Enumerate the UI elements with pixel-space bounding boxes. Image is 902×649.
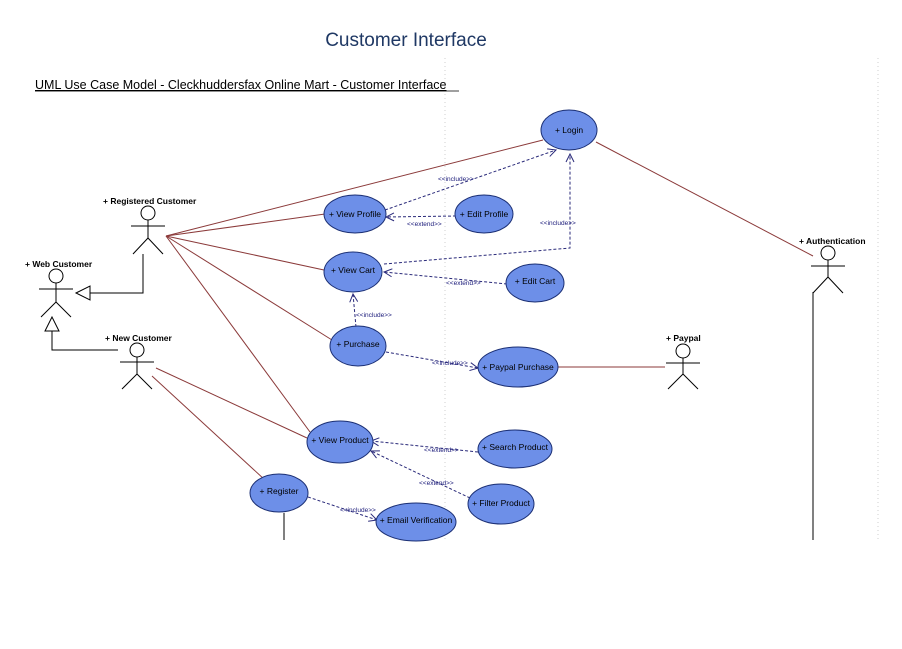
use-case-view-profile[interactable] bbox=[323, 194, 387, 234]
assoc-registered-viewcart bbox=[165, 235, 325, 271]
use-case-label-register: + Register bbox=[260, 486, 299, 496]
use-case-paypal-purchase[interactable] bbox=[477, 346, 559, 388]
stereotype-include: <<include>> bbox=[438, 176, 474, 183]
actor-new-customer[interactable] bbox=[120, 342, 154, 390]
generalization-registered-web bbox=[88, 254, 144, 294]
assoc-new-viewproduct bbox=[155, 367, 308, 439]
dep-register-emailverification bbox=[307, 496, 377, 520]
stereotype-include: <<include>> bbox=[340, 507, 376, 514]
actor-label-authentication: + Authentication bbox=[799, 236, 866, 246]
stereotype-include: <<include>> bbox=[432, 360, 468, 367]
assoc-registered-login bbox=[165, 139, 544, 237]
dep-editprofile-viewprofile bbox=[386, 216, 457, 217]
actor-paypal[interactable] bbox=[666, 343, 700, 390]
stereotype-extend: <<extend>> bbox=[446, 280, 481, 287]
stereotype-extend: <<extend>> bbox=[424, 447, 459, 454]
dep-purchase-paypalpurchase bbox=[385, 351, 478, 368]
generalization-new-web bbox=[51, 330, 118, 351]
dep-viewcart-login bbox=[383, 154, 570, 265]
use-case-view-product[interactable] bbox=[306, 420, 374, 464]
use-case-search-product[interactable] bbox=[477, 429, 553, 469]
use-case-label-email-verification: + Email Verification bbox=[380, 515, 453, 525]
use-case-edit-profile[interactable] bbox=[454, 194, 514, 234]
use-case-edit-cart[interactable] bbox=[505, 263, 565, 303]
diagram-title: UML Use Case Model - Cleckhuddersfax Onl… bbox=[35, 78, 447, 92]
assoc-registered-viewprofile bbox=[165, 213, 326, 237]
stereotype-include: <<include>> bbox=[356, 312, 392, 319]
use-case-label-view-product: + View Product bbox=[311, 435, 369, 445]
use-case-label-search-product: + Search Product bbox=[482, 442, 549, 452]
dep-filterproduct-viewproduct bbox=[371, 451, 471, 499]
use-case-purchase[interactable] bbox=[329, 325, 387, 367]
use-case-label-purchase: + Purchase bbox=[336, 339, 380, 349]
actor-web-customer[interactable] bbox=[39, 268, 73, 318]
page-title: Customer Interface bbox=[325, 30, 487, 51]
use-case-login[interactable] bbox=[540, 109, 598, 151]
use-case-label-view-profile: + View Profile bbox=[329, 209, 381, 219]
stereotype-extend: <<extend>> bbox=[407, 221, 442, 228]
actor-label-new-customer: + New Customer bbox=[105, 333, 173, 343]
generalization-arrowhead bbox=[44, 315, 60, 332]
assoc-new-register bbox=[151, 375, 266, 481]
dep-purchase-viewcart bbox=[353, 294, 356, 328]
use-case-label-filter-product: + Filter Product bbox=[472, 498, 531, 508]
assoc-registered-viewproduct bbox=[165, 235, 311, 433]
dep-searchproduct-viewproduct bbox=[371, 441, 479, 453]
use-case-label-edit-cart: + Edit Cart bbox=[515, 276, 556, 286]
stereotype-include: <<include>> bbox=[540, 220, 576, 227]
use-case-label-login: + Login bbox=[555, 125, 583, 135]
assoc-registered-purchase bbox=[165, 235, 333, 341]
actor-authentication[interactable] bbox=[811, 245, 845, 294]
dep-viewprofile-login bbox=[384, 150, 556, 211]
assoc-login-authentication bbox=[595, 141, 814, 257]
use-case-email-verification[interactable] bbox=[375, 502, 457, 542]
dep-editcart-viewcart bbox=[384, 272, 508, 285]
use-case-register[interactable] bbox=[249, 473, 309, 513]
use-case-label-paypal-purchase: + Paypal Purchase bbox=[482, 362, 554, 372]
use-case-view-cart[interactable] bbox=[323, 251, 383, 293]
generalization-arrowhead bbox=[74, 285, 91, 301]
stereotype-extend: <<extend>> bbox=[419, 480, 454, 487]
actor-label-web-customer: + Web Customer bbox=[25, 259, 93, 269]
use-case-filter-product[interactable] bbox=[467, 483, 535, 525]
use-case-label-edit-profile: + Edit Profile bbox=[460, 209, 509, 219]
actor-label-paypal: + Paypal bbox=[666, 333, 701, 343]
use-case-label-view-cart: + View Cart bbox=[331, 265, 376, 275]
actor-registered-customer[interactable] bbox=[131, 205, 165, 255]
actor-label-registered-customer: + Registered Customer bbox=[103, 196, 197, 206]
